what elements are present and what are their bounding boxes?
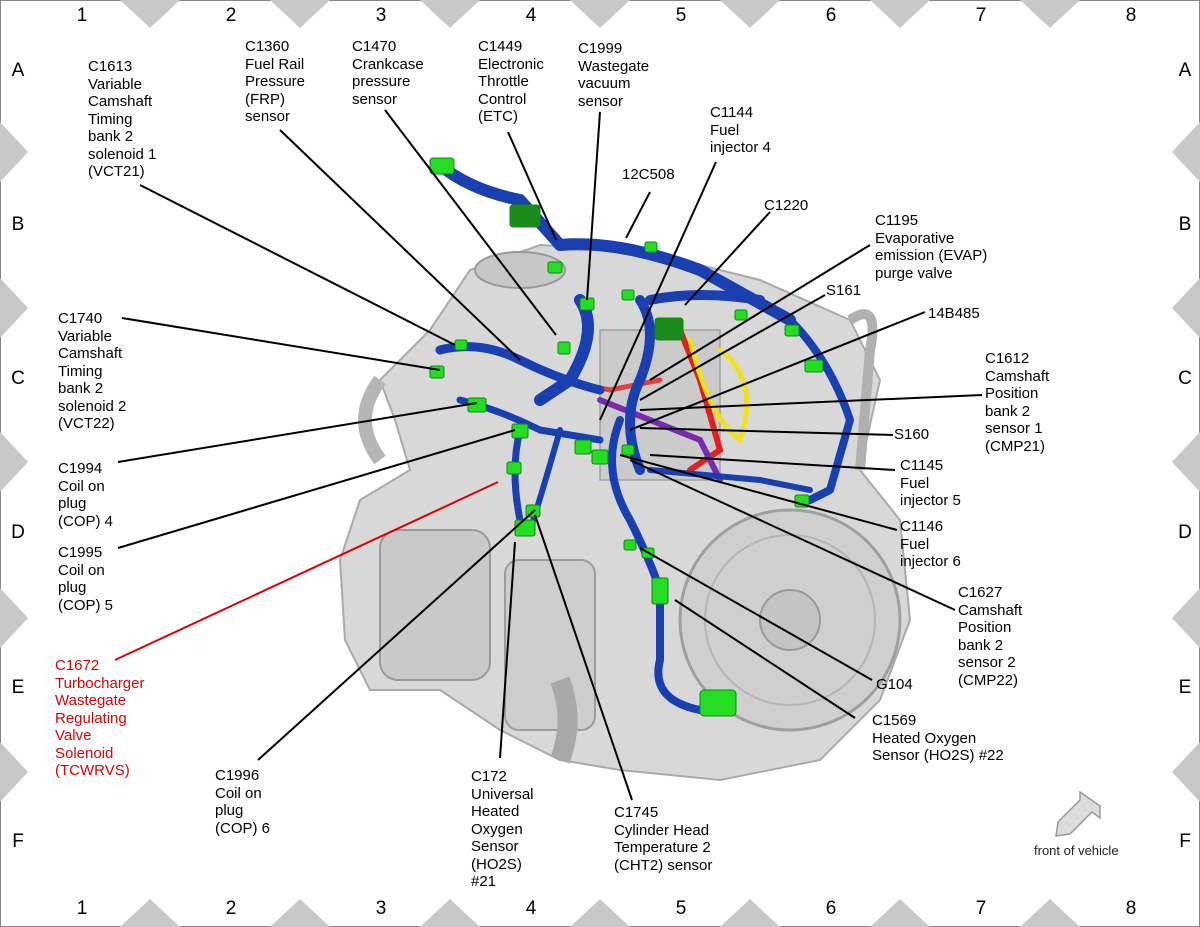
grid-col-top-2: 2 [225,5,237,26]
grid-col-bottom-6: 6 [825,898,837,919]
label-c1627: C1627 Camshaft Position bank 2 sensor 2 … [958,584,1023,689]
label-s160: S160 [894,426,930,443]
grid-col-top-4: 4 [525,5,537,26]
left-border-markers [0,122,28,802]
label-c1470: C1470 Crankcase pressure sensor [352,38,424,108]
bottom-border-markers [120,899,1080,927]
label-c1612: C1612 Camshaft Position bank 2 sensor 1 … [985,350,1050,455]
label-c1999: C1999 Wastegate vacuum sensor [578,40,650,110]
label-12c508: 12C508 [622,166,675,183]
label-c1146: C1146 Fuel injector 6 [900,518,961,570]
grid-row-right-e: E [1178,677,1192,698]
grid-col-bottom-5: 5 [675,898,687,919]
grid-row-left-f: F [12,831,24,852]
grid-row-left-c: C [11,368,25,389]
label-c1740: C1740 Variable Camshaft Timing bank 2 so… [58,310,127,432]
grid-row-left-d: D [11,522,25,543]
grid-col-top-7: 7 [975,5,987,26]
label-c1145: C1145 Fuel injector 5 [900,457,961,509]
grid-col-top-6: 6 [825,5,837,26]
front-of-vehicle-arrow-icon [1055,790,1101,837]
connectors [429,157,824,717]
grid-col-bottom-7: 7 [975,898,987,919]
grid-col-top-5: 5 [675,5,687,26]
label-c1996: C1996 Coil on plug (COP) 6 [215,767,271,837]
label-c1994: C1994 Coil on plug (COP) 4 [58,460,114,530]
grid-row-right-c: C [1178,368,1192,389]
grid-col-bottom-3: 3 [375,898,387,919]
label-c1449: C1449 Electronic Throttle Control (ETC) [478,38,544,125]
leader-lines [117,109,983,801]
grid-row-left-e: E [11,677,25,698]
label-14b485: 14B485 [928,305,980,322]
label-s161: S161 [826,282,862,299]
grid-row-right-a: A [1178,60,1192,81]
grid-row-right-d: D [1178,522,1192,543]
right-border-markers [1172,122,1200,802]
label-c1672: C1672 Turbocharger Wastegate Regulating … [55,657,145,779]
top-border-markers [120,0,1080,28]
grid-col-bottom-2: 2 [225,898,237,919]
grid-col-top-3: 3 [375,5,387,26]
grid-row-left-b: B [11,214,25,235]
label-c172: C172 Universal Heated Oxygen Sensor (HO2… [471,768,534,890]
label-c1360: C1360 Fuel Rail Pressure (FRP) sensor [245,38,306,125]
label-c1995: C1995 Coil on plug (COP) 5 [58,544,114,614]
front-of-vehicle-label: front of vehicle [1034,843,1119,858]
leader-line-c1672 [114,481,499,661]
grid-row-right-f: F [1179,831,1191,852]
grid-col-bottom-8: 8 [1125,898,1137,919]
label-c1613: C1613 Variable Camshaft Timing bank 2 so… [88,58,157,180]
grid-row-right-b: B [1178,214,1192,235]
label-c1220: C1220 [764,197,809,214]
label-c1195: C1195 Evaporative emission (EVAP) purge … [875,212,988,282]
grid-col-top-8: 8 [1125,5,1137,26]
label-g104: G104 [876,676,913,693]
label-c1745: C1745 Cylinder Head Temperature 2 (CHT2)… [614,804,713,874]
grid-row-left-a: A [11,60,25,81]
label-c1569: C1569 Heated Oxygen Sensor (HO2S) #22 [872,712,1004,764]
grid-col-top-1: 1 [76,5,88,26]
label-c1144: C1144 Fuel injector 4 [710,104,771,156]
grid-col-bottom-1: 1 [76,898,88,919]
grid-col-bottom-4: 4 [525,898,537,919]
